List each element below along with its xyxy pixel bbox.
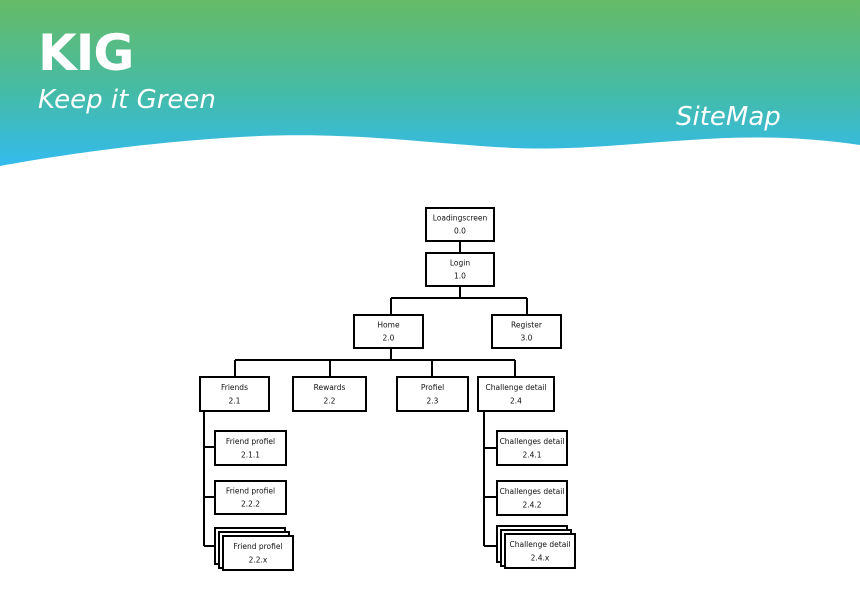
node-box	[425, 252, 495, 287]
node-code: 2.4	[510, 397, 522, 406]
node-label: Challenge detail	[486, 383, 547, 392]
sitemap-node-register: Register 3.0	[491, 314, 562, 349]
node-box	[353, 314, 424, 349]
header-background	[0, 0, 860, 166]
node-code: 2.2	[324, 397, 336, 406]
brand-tagline: Keep it Green	[38, 85, 216, 115]
node-label: Register	[511, 321, 543, 330]
node-code: 2.2.x	[249, 556, 268, 565]
sitemap-node-chalx: Challenge detail 2.4.x	[504, 533, 576, 569]
node-code: 2.4.2	[522, 501, 541, 510]
node-box	[292, 376, 367, 412]
node-label: Friend profiel	[233, 542, 282, 551]
node-box	[199, 376, 270, 412]
node-code: 2.3	[427, 397, 439, 406]
sitemap-node-friendx: Friend profiel 2.2.x	[222, 535, 294, 571]
node-label: Friends	[221, 383, 248, 392]
node-box	[214, 480, 287, 515]
node-box	[491, 314, 562, 349]
node-code: 2.2.2	[241, 500, 260, 509]
node-label: Rewards	[314, 383, 346, 392]
node-label: Friend profiel	[226, 437, 275, 446]
node-code: 1.0	[454, 272, 466, 281]
sitemap-node-friends: Friends 2.1	[199, 376, 270, 412]
node-label: Friend profiel	[226, 487, 275, 496]
node-label: Challenge detail	[510, 540, 571, 549]
node-label: Login	[450, 259, 470, 268]
node-box	[222, 535, 294, 571]
node-code: 2.1.1	[241, 451, 260, 460]
node-code: 2.1	[229, 397, 241, 406]
node-box	[496, 480, 568, 516]
sitemap-node-login: Login 1.0	[425, 252, 495, 287]
node-label: Profiel	[421, 383, 444, 392]
node-label: Home	[377, 321, 400, 330]
node-box	[425, 207, 495, 242]
node-code: 0.0	[454, 227, 466, 236]
node-label: Loadingscreen	[433, 214, 488, 223]
node-box	[496, 430, 568, 466]
sitemap-node-friend1: Friend profiel 2.1.1	[214, 430, 287, 466]
node-label: Challenges detail	[500, 437, 565, 446]
node-code: 2.4.1	[522, 451, 541, 460]
node-box	[214, 430, 287, 466]
sitemap-node-challenge: Challenge detail 2.4	[477, 376, 555, 412]
sitemap-node-loading: Loadingscreen 0.0	[425, 207, 495, 242]
sitemap-node-chal2: Challenges detail 2.4.2	[496, 480, 568, 516]
node-box	[504, 533, 576, 569]
node-box	[477, 376, 555, 412]
node-code: 3.0	[521, 334, 533, 343]
sitemap-node-home: Home 2.0	[353, 314, 424, 349]
sitemap-node-rewards: Rewards 2.2	[292, 376, 367, 412]
sitemap-node-friend2: Friend profiel 2.2.2	[214, 480, 287, 515]
node-code: 2.0	[383, 334, 395, 343]
page-title: SiteMap	[676, 102, 781, 132]
sitemap-node-profiel: Profiel 2.3	[396, 376, 469, 412]
node-box	[396, 376, 469, 412]
sitemap-node-chal1: Challenges detail 2.4.1	[496, 430, 568, 466]
brand-logo-text: KIG	[38, 24, 134, 82]
node-code: 2.4.x	[531, 554, 550, 563]
node-label: Challenges detail	[500, 487, 565, 496]
